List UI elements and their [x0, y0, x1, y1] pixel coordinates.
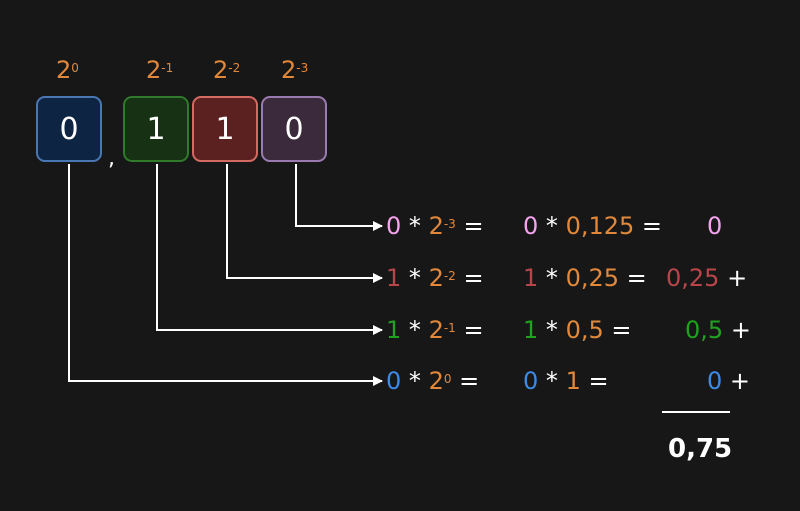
multiply-sign: *: [545, 264, 558, 292]
equals-sign: =: [611, 316, 632, 344]
plus-sign: +: [727, 264, 748, 292]
row-digit: 1: [523, 316, 539, 344]
equals-sign: =: [463, 316, 484, 344]
power-label-2: 2-2: [213, 56, 241, 84]
equals-sign: =: [588, 367, 609, 395]
calc-row-3-result: 0 +: [707, 366, 750, 396]
calc-row-0-result: 0: [707, 211, 722, 241]
arrow-bit-0: [68, 164, 383, 386]
row-result: 0,25: [666, 264, 720, 292]
multiply-sign: *: [408, 264, 421, 292]
digit-box-1: 1: [123, 96, 189, 162]
sum-total: 0,75: [668, 434, 733, 464]
row-digit: 0: [386, 367, 402, 395]
arrow-bit-2: [226, 164, 383, 283]
multiply-sign: *: [545, 316, 558, 344]
equals-sign: =: [463, 264, 484, 292]
multiply-sign: *: [545, 212, 558, 240]
power-term: 20: [428, 367, 452, 395]
digit-box-0: 0: [36, 96, 102, 162]
calc-row-2-result: 0,5 +: [685, 315, 751, 345]
power-term: 2-1: [428, 316, 456, 344]
power-term: 2-2: [428, 264, 456, 292]
power-label-1: 2-1: [146, 56, 174, 84]
multiply-sign: *: [408, 212, 421, 240]
arrow-bit-3: [295, 164, 383, 231]
decimal-comma: ,: [108, 146, 115, 171]
digit-value: 1: [146, 111, 166, 147]
row-digit: 0: [523, 367, 539, 395]
power-value: 0,5: [565, 316, 604, 344]
digit-value: 0: [284, 111, 304, 147]
row-result: 0: [707, 367, 723, 395]
multiply-sign: *: [408, 316, 421, 344]
row-result: 0: [707, 212, 723, 240]
power-label-0: 20: [56, 56, 79, 84]
equals-sign: =: [641, 212, 663, 240]
power-label-3: 2-3: [281, 56, 309, 84]
equals-sign: =: [463, 212, 484, 240]
row-digit: 0: [386, 212, 402, 240]
power-value: 0,125: [565, 212, 635, 240]
calc-row-3-value: 0 * 1 =: [523, 366, 609, 396]
calc-row-1: 1 * 2-2 =: [386, 263, 484, 297]
power-value: 0,25: [565, 264, 619, 292]
equals-sign: =: [626, 264, 647, 292]
plus-sign: +: [729, 367, 751, 395]
digit-value: 0: [59, 111, 79, 147]
arrow-bit-1: [156, 164, 383, 335]
calc-row-2-value: 1 * 0,5 =: [523, 315, 631, 345]
calc-row-3: 0 * 20 =: [386, 366, 479, 400]
multiply-sign: *: [408, 367, 421, 395]
calc-row-2: 1 * 2-1 =: [386, 315, 484, 349]
row-digit: 1: [386, 264, 402, 292]
power-value: 1: [565, 367, 581, 395]
digit-box-2: 1: [192, 96, 258, 162]
digit-box-3: 0: [261, 96, 327, 162]
digit-value: 1: [215, 111, 235, 147]
calc-row-1-value: 1 * 0,25 =: [523, 263, 647, 293]
calc-row-1-result: 0,25 +: [666, 263, 747, 293]
calc-row-0: 0 * 2-3 =: [386, 211, 484, 245]
row-digit: 1: [386, 316, 402, 344]
equals-sign: =: [459, 367, 480, 395]
power-term: 2-3: [428, 212, 456, 240]
row-digit: 0: [523, 212, 539, 240]
multiply-sign: *: [545, 367, 558, 395]
plus-sign: +: [730, 316, 751, 344]
row-digit: 1: [523, 264, 539, 292]
row-result: 0,5: [685, 316, 724, 344]
calc-row-0-value: 0 * 0,125 =: [523, 211, 662, 241]
